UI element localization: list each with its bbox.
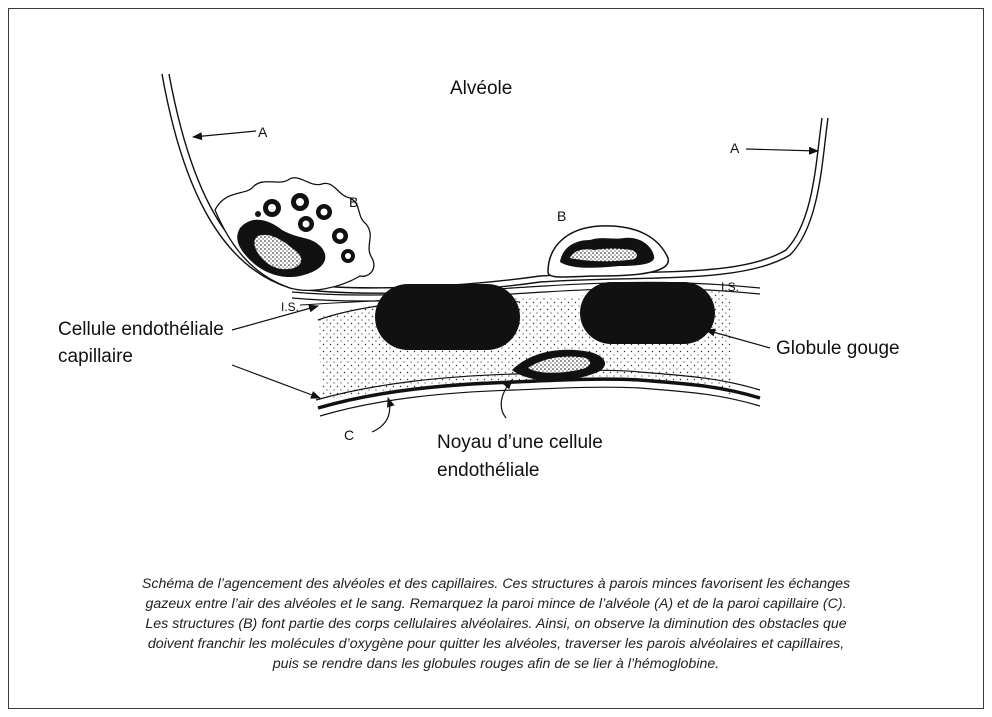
caption-line-1: Schéma de l’agencement des alvéoles et d… <box>40 574 952 594</box>
cell-b-right-label: B <box>557 208 566 224</box>
nucleus-label-line2: endothéliale <box>437 458 539 484</box>
caption-line-2: gazeux entre l’air des alvéoles et le sa… <box>40 594 952 614</box>
alveolar-cell-right <box>548 226 668 277</box>
red-blood-cell-right <box>580 282 715 344</box>
interstitial-space-right-label: I.S. <box>721 279 739 295</box>
endothelial-cell-label-line2: capillaire <box>58 344 133 370</box>
endothelial-cell-label-line1: Cellule endothéliale <box>58 317 224 343</box>
red-blood-cell-label: Globule gouge <box>776 336 900 362</box>
wall-a-right-label: A <box>730 140 739 156</box>
interstitial-space-left-label: I.S. <box>281 299 299 315</box>
wall-a-left-label: A <box>258 124 267 140</box>
caption-line-4: doivent franchir les molécules d’oxygène… <box>40 634 952 654</box>
capillary-wall-c-label: C <box>344 427 354 443</box>
caption-line-3: Les structures (B) font partie des corps… <box>40 614 952 634</box>
nucleus-label-line1: Noyau d’une cellule <box>437 430 603 456</box>
caption-line-5: puis se rendre dans les globules rouges … <box>40 654 952 674</box>
cell-b-left-label: B <box>349 194 358 210</box>
alveolus-label: Alvéole <box>450 76 512 102</box>
red-blood-cell-left <box>375 284 520 350</box>
figure-caption: Schéma de l’agencement des alvéoles et d… <box>40 574 952 674</box>
